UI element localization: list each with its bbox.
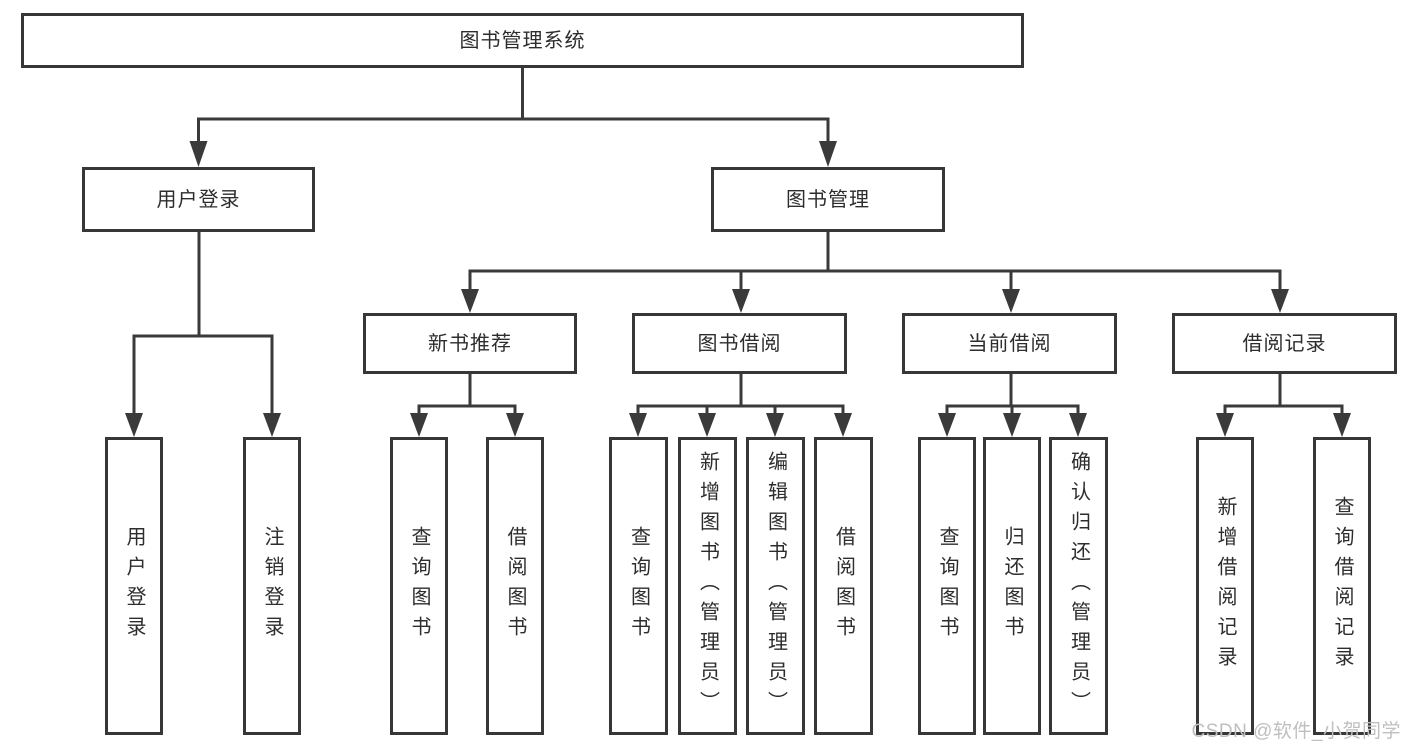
node-label: 借阅图书 bbox=[832, 526, 855, 646]
node-leaf-query-borrow-record: 查询借阅记录 bbox=[1313, 437, 1371, 735]
node-leaf-query-books-recommend: 查询图书 bbox=[390, 437, 448, 735]
arrowhead bbox=[629, 413, 647, 437]
watermark: CSDN @软件_小贺同学 bbox=[1191, 721, 1401, 742]
node-label: 查询图书 bbox=[627, 526, 650, 646]
node-label: 图书管理系统 bbox=[459, 29, 586, 52]
node-leaf-confirm-return-admin: 确认归还（管理员） bbox=[1049, 437, 1108, 735]
arrowhead bbox=[1333, 413, 1351, 437]
arrowhead bbox=[1271, 289, 1289, 313]
arrowhead bbox=[263, 413, 281, 437]
node-leaf-borrow-books-recommend: 借阅图书 bbox=[486, 437, 544, 735]
arrowhead bbox=[938, 413, 956, 437]
node-leaf-add-books-admin: 新增图书（管理员） bbox=[678, 437, 737, 735]
arrowhead bbox=[1003, 413, 1021, 437]
node-label: 注销登录 bbox=[261, 526, 283, 646]
arrowheads bbox=[125, 141, 1351, 437]
node-label: 查询图书 bbox=[936, 526, 958, 646]
arrowhead bbox=[1216, 413, 1234, 437]
arrowhead bbox=[125, 413, 143, 437]
node-leaf-borrow-books-borrowing: 借阅图书 bbox=[814, 437, 873, 735]
arrowhead bbox=[766, 413, 784, 437]
node-label: 确认归还（管理员） bbox=[1067, 451, 1090, 721]
node-library-management-system: 图书管理系统 bbox=[21, 13, 1024, 68]
node-new-book-recommendation: 新书推荐 bbox=[363, 313, 577, 374]
node-label: 归还图书 bbox=[1001, 526, 1023, 646]
node-book-borrowing: 图书借阅 bbox=[632, 313, 847, 374]
node-borrowing-records: 借阅记录 bbox=[1172, 313, 1397, 374]
node-label: 新增借阅记录 bbox=[1214, 496, 1236, 676]
node-label: 借阅图书 bbox=[504, 526, 526, 646]
node-label: 图书管理 bbox=[786, 188, 870, 211]
arrowhead bbox=[732, 289, 750, 313]
node-label: 查询借阅记录 bbox=[1331, 496, 1353, 676]
node-user-login: 用户登录 bbox=[82, 167, 315, 232]
tree-connector-path bbox=[132, 65, 1344, 417]
node-leaf-logout: 注销登录 bbox=[243, 437, 301, 735]
node-label: 新书推荐 bbox=[428, 332, 512, 355]
arrowhead bbox=[461, 289, 479, 313]
arrowhead bbox=[834, 413, 852, 437]
arrowhead bbox=[189, 141, 208, 167]
node-label: 借阅记录 bbox=[1242, 332, 1327, 355]
node-leaf-edit-books-admin: 编辑图书（管理员） bbox=[746, 437, 805, 735]
node-label: 编辑图书（管理员） bbox=[764, 451, 787, 721]
node-leaf-return-books: 归还图书 bbox=[983, 437, 1041, 735]
node-label: 新增图书（管理员） bbox=[696, 451, 719, 721]
node-leaf-user-login: 用户登录 bbox=[105, 437, 163, 735]
arrowhead bbox=[410, 413, 428, 437]
node-leaf-query-books-current: 查询图书 bbox=[918, 437, 976, 735]
node-label: 用户登录 bbox=[156, 188, 241, 211]
arrowhead bbox=[1002, 289, 1020, 313]
node-label: 查询图书 bbox=[408, 526, 430, 646]
arrowhead bbox=[506, 413, 524, 437]
node-current-borrowing: 当前借阅 bbox=[902, 313, 1117, 374]
node-label: 用户登录 bbox=[123, 526, 145, 646]
arrowhead bbox=[1069, 413, 1087, 437]
node-leaf-add-borrow-record: 新增借阅记录 bbox=[1196, 437, 1254, 735]
node-leaf-query-books-borrowing: 查询图书 bbox=[609, 437, 668, 735]
node-label: 图书借阅 bbox=[697, 332, 782, 355]
node-book-management: 图书管理 bbox=[711, 167, 945, 232]
node-label: 当前借阅 bbox=[967, 332, 1052, 355]
arrowhead bbox=[698, 413, 716, 437]
arrowhead bbox=[819, 141, 837, 167]
